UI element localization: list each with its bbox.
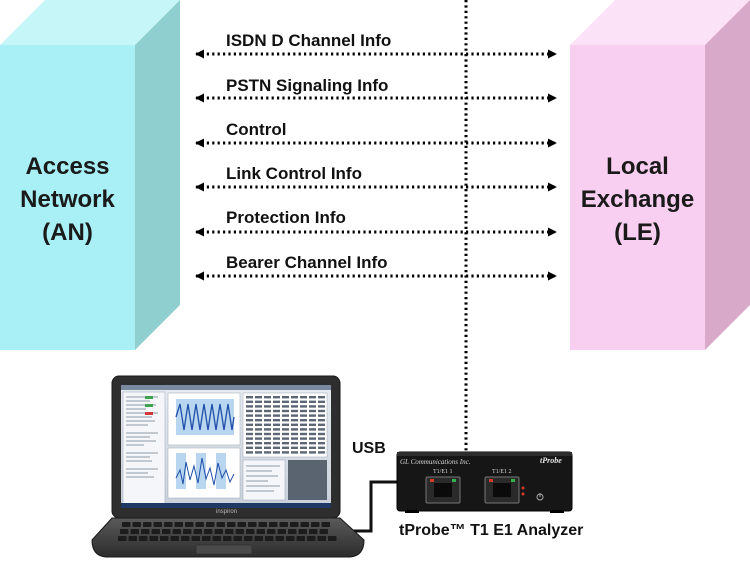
port-1-label: T1/E1 1 (433, 469, 453, 475)
access-network-front-face (0, 45, 135, 350)
flow-label-pstn: PSTN Signaling Info (226, 76, 389, 95)
flow-label-link-control: Link Control Info (226, 164, 362, 183)
tprobe-device (396, 451, 573, 513)
access-network-side-face (135, 0, 180, 350)
laptop-brand: inspiron (216, 509, 238, 515)
tprobe-logo: tProbe (540, 456, 562, 465)
access-network-line-2: Network (20, 186, 115, 213)
access-network-line-1: Access (25, 153, 110, 180)
local-exchange-front-face (570, 45, 705, 350)
flow-label-isdn: ISDN D Channel Info (226, 31, 392, 50)
access-network-line-3: (AN) (42, 219, 93, 246)
flow-arrows (195, 49, 557, 281)
flow-label-protection: Protection Info (226, 208, 346, 227)
local-exchange-block (570, 0, 750, 350)
local-exchange-top-face (570, 0, 750, 45)
access-network-label: Access Network (AN) (0, 150, 135, 249)
port-2-label: T1/E1 2 (492, 469, 512, 475)
flow-label-control: Control (226, 120, 287, 139)
device-brand: GL Communications Inc. (400, 458, 471, 466)
local-exchange-label: Local Exchange (LE) (570, 150, 705, 249)
local-exchange-line-1: Local (606, 153, 669, 180)
usb-cable (345, 480, 403, 533)
usb-label: USB (352, 440, 386, 457)
local-exchange-side-face (705, 0, 750, 350)
local-exchange-line-2: Exchange (580, 186, 695, 213)
access-network-block (0, 0, 180, 350)
flow-label-bearer: Bearer Channel Info (226, 253, 388, 272)
device-caption: tProbe™ T1 E1 Analyzer (399, 522, 584, 539)
local-exchange-line-3: (LE) (614, 219, 661, 246)
access-network-top-face (0, 0, 180, 45)
laptop (91, 375, 365, 558)
